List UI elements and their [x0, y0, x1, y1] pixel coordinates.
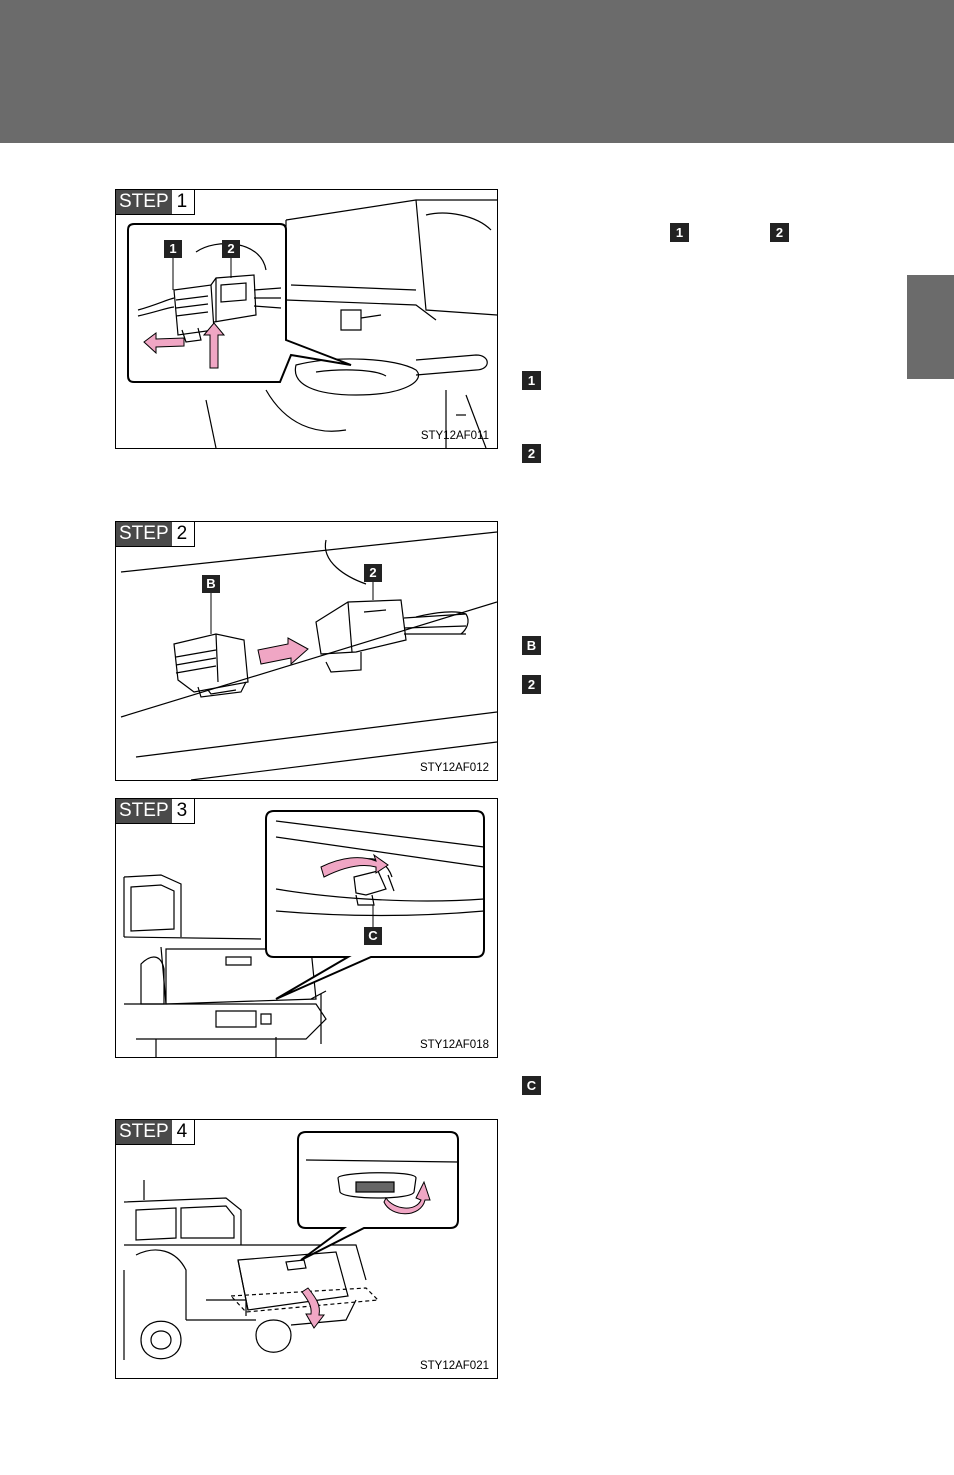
step-word: STEP	[116, 190, 172, 214]
text-marker-2: 2	[770, 223, 789, 242]
step-label: STEP 2	[116, 522, 196, 547]
figure-code: STY12AF012	[419, 762, 489, 774]
step-word: STEP	[116, 522, 172, 546]
figure-code: STY12AF018	[419, 1039, 489, 1051]
step-1-illustration	[127, 199, 497, 448]
figure-step-3: STEP 3	[115, 798, 498, 1058]
page-header-bar	[0, 0, 954, 143]
step-number: 4	[176, 1121, 188, 1142]
step-word: STEP	[116, 1120, 172, 1144]
figure-code: STY12AF021	[419, 1360, 489, 1372]
figure-code: STY12AF011	[420, 430, 489, 442]
figure-step-2: STEP 2 B 2 STY12	[115, 521, 498, 781]
step-label: STEP 4	[116, 1120, 196, 1145]
step-2-illustration	[120, 531, 497, 780]
step-label: STEP 1	[116, 190, 196, 215]
callout-1: 1	[164, 240, 182, 258]
text-marker-2: 2	[522, 675, 541, 694]
figure-step-4: STEP 4	[115, 1119, 498, 1379]
text-marker-c: C	[522, 1076, 541, 1095]
callout-2: 2	[222, 240, 240, 258]
figure-step-1: STEP 1	[115, 189, 498, 449]
step-3-illustration	[123, 810, 485, 1057]
text-marker-b: B	[522, 636, 541, 655]
text-marker-2: 2	[522, 444, 541, 463]
callout-2: 2	[364, 564, 382, 582]
step-word: STEP	[116, 799, 172, 823]
text-marker-1: 1	[670, 223, 689, 242]
step-number: 2	[176, 523, 188, 544]
step-label: STEP 3	[116, 799, 196, 824]
callout-c: C	[364, 927, 382, 945]
chapter-side-tab	[907, 275, 954, 379]
step-4-illustration	[123, 1131, 459, 1360]
text-marker-1: 1	[522, 371, 541, 390]
step-number: 1	[176, 191, 188, 212]
step-number: 3	[176, 800, 188, 821]
callout-b: B	[202, 575, 220, 593]
